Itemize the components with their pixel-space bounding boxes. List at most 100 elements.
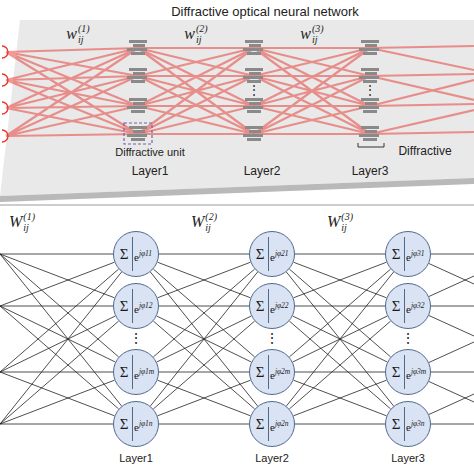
layer-index: (3) xyxy=(312,24,324,35)
phase-term: ejφ1n xyxy=(134,418,153,434)
phase-term: ejφ2n xyxy=(270,418,289,434)
phase-term: ejφ22 xyxy=(270,300,289,316)
divider-line xyxy=(404,237,405,271)
weight-label: w(2)ij xyxy=(184,24,207,45)
phase-exponent: jφ31 xyxy=(411,249,425,258)
phase-term: ejφ3m xyxy=(406,366,426,382)
weight-connection xyxy=(294,262,387,298)
chip-surface xyxy=(0,20,474,196)
exp-base: e xyxy=(406,369,411,381)
weight-symbol: W xyxy=(191,213,204,230)
sum-symbol: Σ xyxy=(252,299,268,314)
exp-base: e xyxy=(406,251,411,263)
weight-connection xyxy=(289,321,390,409)
layer-index: (1) xyxy=(78,24,90,35)
weight-connection xyxy=(153,321,254,409)
divider-line xyxy=(132,407,133,441)
phase-exponent: jφ1n xyxy=(139,419,153,428)
exp-base: e xyxy=(134,303,139,315)
layer-name: Layer3 xyxy=(391,452,425,464)
weight-label: W(3)ij xyxy=(327,212,353,233)
phase-term: ejφ32 xyxy=(406,300,425,316)
phase-term: ejφ2m xyxy=(270,366,290,382)
weight-connection xyxy=(159,306,249,307)
neuron-index: ij xyxy=(78,34,90,45)
neuron-circle: Σejφ3m xyxy=(385,349,431,395)
neuron-circle: Σejφ3n xyxy=(385,401,431,447)
phase-exponent: jφ21 xyxy=(275,249,289,258)
neuron-index: ij xyxy=(341,222,353,233)
neuron-index: ij xyxy=(23,222,35,233)
weight-connection xyxy=(158,262,251,298)
divider-line xyxy=(132,237,133,271)
panel-divider xyxy=(0,205,474,206)
sum-symbol: Σ xyxy=(388,365,404,380)
weight-connection xyxy=(294,380,387,416)
bracket xyxy=(358,143,384,147)
weight-connection xyxy=(159,254,249,255)
input-lines xyxy=(0,254,122,424)
weight-symbol: w xyxy=(300,25,311,42)
weight-symbol: W xyxy=(327,213,340,230)
neuron-index: ij xyxy=(196,34,208,45)
weight-connection xyxy=(289,321,390,409)
exp-base: e xyxy=(270,369,275,381)
weight-connection xyxy=(295,372,385,373)
phase-exponent: jφ3m xyxy=(411,367,426,376)
weight-connection xyxy=(158,380,251,416)
phase-term: ejφ11 xyxy=(134,248,152,264)
weight-connection xyxy=(295,306,385,307)
neuron-index: ij xyxy=(312,34,324,45)
exp-base: e xyxy=(406,303,411,315)
weight-connection xyxy=(153,269,254,357)
divider-line xyxy=(404,407,405,441)
index-stack: (1)ij xyxy=(23,212,35,233)
neuron-circle: Σejφ1m xyxy=(113,349,159,395)
sum-symbol: Σ xyxy=(116,365,132,380)
index-stack: (3)ij xyxy=(341,212,353,233)
weight-connection xyxy=(153,321,254,409)
phase-exponent: jφ11 xyxy=(139,249,152,258)
weight-connection xyxy=(286,272,393,406)
divider-line xyxy=(404,355,405,389)
neuron-circle: Σejφ21 xyxy=(249,231,295,277)
sum-symbol: Σ xyxy=(116,299,132,314)
sum-symbol: Σ xyxy=(116,247,132,262)
sum-symbol: Σ xyxy=(388,299,404,314)
exp-base: e xyxy=(270,421,275,433)
exp-base: e xyxy=(406,421,411,433)
output-lines xyxy=(429,254,474,424)
neuron-circle: Σejφ32 xyxy=(385,283,431,329)
weight-connection xyxy=(295,424,385,425)
sum-symbol: Σ xyxy=(252,417,268,432)
unit-highlight xyxy=(124,123,152,144)
layer-name: Layer2 xyxy=(244,165,281,178)
exp-base: e xyxy=(270,303,275,315)
weight-label: W(2)ij xyxy=(191,212,217,233)
neuron-circle: Σejφ31 xyxy=(385,231,431,277)
divider-line xyxy=(404,289,405,323)
neuron-circle: Σejφ22 xyxy=(249,283,295,329)
phase-exponent: jφ2m xyxy=(275,367,290,376)
phase-term: ejφ1m xyxy=(134,366,154,382)
neuron-circle: Σejφ2n xyxy=(249,401,295,447)
phase-exponent: jφ3n xyxy=(411,419,425,428)
sum-symbol: Σ xyxy=(252,247,268,262)
ellipsis: ⋮ xyxy=(247,84,261,97)
neuron-circle: Σejφ2m xyxy=(249,349,295,395)
weight-label: w(3)ij xyxy=(300,24,323,45)
weight-connection xyxy=(286,272,393,406)
ellipsis: ⋮ xyxy=(401,331,415,346)
index-stack: (2)ij xyxy=(205,212,217,233)
figure-title: Diffractive optical neural network xyxy=(171,5,359,19)
divider-line xyxy=(268,355,269,389)
ellipsis: ⋮ xyxy=(129,331,143,346)
light-beams xyxy=(6,46,474,136)
phase-term: ejφ21 xyxy=(270,248,289,264)
phase-exponent: jφ22 xyxy=(275,301,289,310)
phase-term: ejφ31 xyxy=(406,248,425,264)
phase-exponent: jφ12 xyxy=(139,301,153,310)
layer-name: Layer1 xyxy=(132,165,169,178)
divider-line xyxy=(132,289,133,323)
weight-symbol: w xyxy=(184,25,195,42)
